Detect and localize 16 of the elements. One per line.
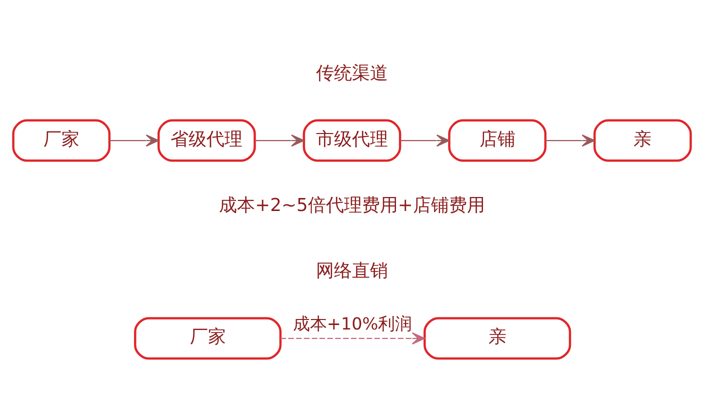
node-box: 市级代理 [302,118,402,162]
label: 传统渠道 [316,62,388,84]
label: 网络直销 [316,260,388,282]
node-box: 厂家 [134,316,282,360]
node-box: 省级代理 [158,118,256,162]
edge-label: 成本+10%利润 [292,312,412,333]
node-box: 厂家 [12,118,111,162]
node-box: 亲 [424,316,572,360]
arrow [110,134,160,146]
arrow [546,134,596,146]
node-box: 店铺 [448,118,546,162]
label: 成本+2~5倍代理费用+店铺费用 [219,194,485,216]
arrow [280,332,426,344]
arrow [400,134,450,146]
node-box: 亲 [593,118,692,162]
arrow [254,134,304,146]
